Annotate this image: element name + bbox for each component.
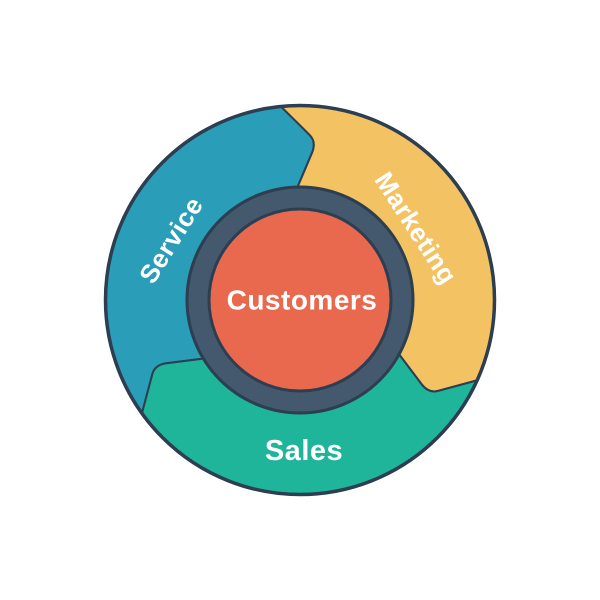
segment-label-sales: Sales <box>265 435 343 467</box>
customers-circle <box>207 207 393 393</box>
wheel-outer-rim <box>103 103 497 497</box>
center-label: Customers <box>227 285 378 316</box>
